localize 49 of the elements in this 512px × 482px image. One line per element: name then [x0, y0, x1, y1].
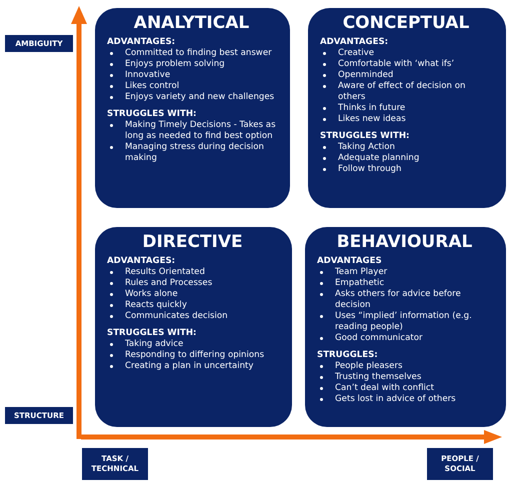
section-heading: ADVANTAGES:	[107, 37, 176, 48]
bullet-item: Openminded	[320, 70, 492, 81]
bullet-item: Creative	[320, 48, 492, 59]
bullet-item: Comfortable with ‘what ifs’	[320, 59, 492, 70]
section-heading: ADVANTAGES:	[320, 37, 390, 48]
bullet-item: Likes control	[107, 81, 276, 92]
bullet-item: Making Timely Decisions - Takes as long as needed to find best option	[107, 120, 276, 142]
section-heading: ADVANTAGES	[317, 256, 383, 267]
bullet-item: Likes new ideas	[320, 114, 492, 125]
bullet-item: Thinks in future	[320, 103, 492, 114]
bullet-item: Responding to differing opinions	[107, 350, 278, 361]
bullet-item: Enjoys problem solving	[107, 59, 276, 70]
bullet-item: Rules and Processes	[107, 278, 278, 289]
bullet-item: Can’t deal with conflict	[317, 383, 492, 394]
section-heading: STRUGGLES WITH:	[320, 131, 410, 142]
bullet-item: Enjoys variety and new challenges	[107, 92, 276, 103]
bullet-item: Innovative	[107, 70, 276, 81]
bullet-item: Taking Action	[320, 142, 492, 153]
section-heading: ADVANTAGES:	[107, 256, 176, 267]
bullet-item: Adequate planning	[320, 153, 492, 164]
bullet-item: Managing stress during decision making	[107, 142, 276, 164]
bullet-item: Trusting themselves	[317, 372, 492, 383]
quadrant-card	[305, 227, 506, 427]
quadrant-card	[308, 8, 506, 208]
quadrant-title: DIRECTIVE	[141, 231, 244, 253]
quadrant-title: BEHAVIOURAL	[336, 231, 474, 253]
bullet-item: Aware of effect of decision on others	[320, 81, 492, 103]
bullet-item: Reacts quickly	[107, 300, 278, 311]
bullet-item: Gets lost in advice of others	[317, 394, 492, 405]
bullet-item: Empathetic	[317, 278, 492, 289]
section-heading: STRUGGLES WITH:	[107, 109, 198, 120]
bullet-item: Taking advice	[107, 339, 278, 350]
bullet-item: People pleasers	[317, 361, 492, 372]
section-heading: STRUGGLES WITH:	[107, 328, 198, 339]
section-heading: STRUGGLES:	[317, 350, 379, 361]
bullet-item: Works alone	[107, 289, 278, 300]
bullet-item: Uses “implied’ information (e.g. reading people)	[317, 311, 492, 333]
bullet-item: Follow through	[320, 164, 492, 175]
bullet-item: Creating a plan in uncertainty	[107, 361, 278, 372]
bullet-item: Asks others for advice before decision	[317, 289, 492, 311]
quadrant-title: CONCEPTUAL	[342, 12, 470, 34]
bullet-item: Communicates decision	[107, 311, 278, 322]
bullet-item: Good communicator	[317, 333, 492, 344]
bullet-item: Committed to finding best answer	[107, 48, 276, 59]
bullet-item: Results Orientated	[107, 267, 278, 278]
quadrant-card	[95, 227, 292, 427]
quadrant-card	[95, 8, 290, 208]
quadrant-title: ANALYTICAL	[132, 12, 250, 34]
bullet-item: Team Player	[317, 267, 492, 278]
